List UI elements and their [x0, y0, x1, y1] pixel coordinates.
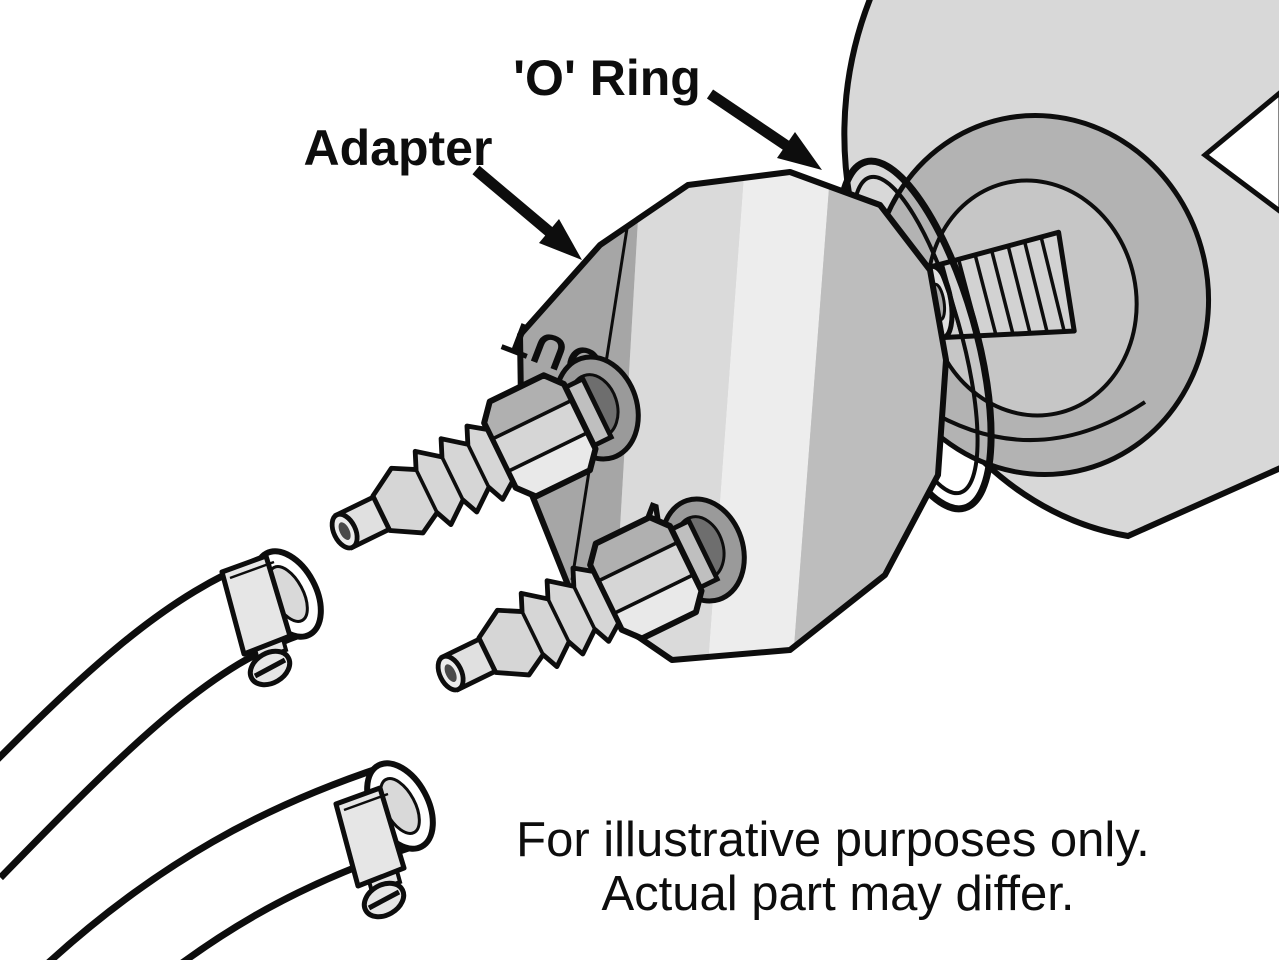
thread-line [1006, 244, 1032, 334]
adapter-shading-band [790, 175, 946, 660]
adapter-label: Adapter [304, 120, 493, 176]
caption-line-2: Actual part may differ. [602, 867, 1075, 921]
thread-line [989, 249, 1015, 335]
o-ring-arrow-head [777, 132, 822, 170]
hose-in [46, 760, 436, 960]
thread-line [1022, 241, 1049, 332]
adapter-arrow-head [539, 219, 582, 260]
thread-line [973, 254, 998, 335]
recess-contour-line [923, 400, 1147, 442]
o-ring-arrow-shaft [706, 89, 794, 153]
adapter-arrow-shaft [472, 165, 556, 239]
thread-line [1039, 236, 1066, 332]
caption: For illustrative purposes only. Actual p… [516, 813, 1150, 921]
callouts: Adapter 'O' Ring [304, 50, 822, 260]
o-ring-label: 'O' Ring [513, 50, 701, 106]
caption-line-1: For illustrative purposes only. [516, 813, 1150, 867]
housing-notch [1200, 90, 1279, 214]
hose-out [0, 548, 324, 881]
